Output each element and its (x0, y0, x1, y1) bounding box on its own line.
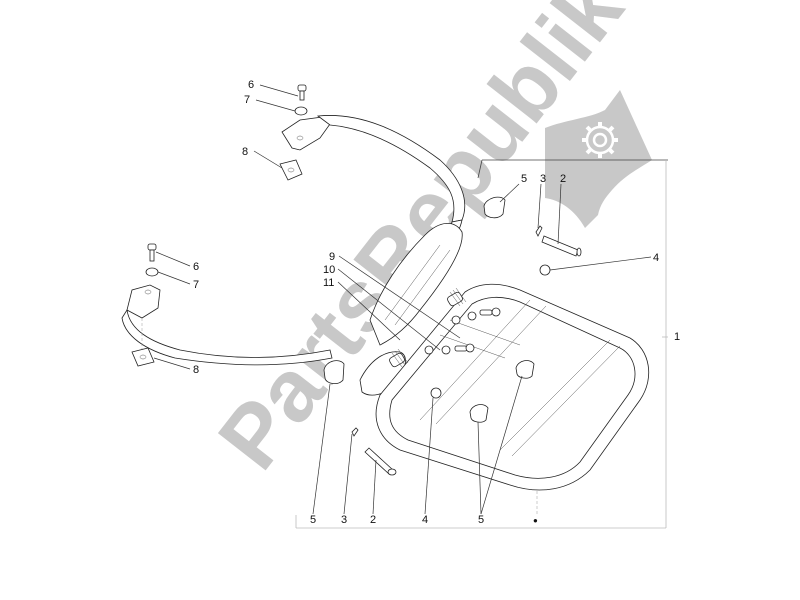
washer-10-b (467, 311, 477, 321)
callout-4-bottom: 4 (422, 514, 428, 526)
clip-nut-8-lower (131, 347, 155, 367)
callout-7-lower: 7 (193, 279, 199, 291)
callout-11: 11 (323, 277, 334, 289)
screw-6-upper (297, 84, 307, 101)
washer-7-upper (294, 106, 308, 116)
spring-11-b (389, 348, 409, 368)
callout-7-upper: 7 (244, 94, 250, 106)
washer-10-a (451, 315, 461, 325)
callout-3-top: 3 (540, 173, 546, 185)
callout-5-bottom-left: 5 (310, 514, 316, 526)
callout-6-lower: 6 (193, 261, 199, 273)
callout-10: 10 (323, 264, 335, 276)
bushing-5-rack-b (469, 404, 489, 423)
screw-9-b (454, 343, 475, 353)
callout-1: 1 (674, 331, 680, 343)
bushing-5-left (323, 360, 345, 384)
leader-lines (153, 84, 652, 515)
cap-4-top (539, 264, 551, 276)
watermark-flag (545, 90, 652, 228)
luggage-rack (375, 283, 649, 491)
screw-6-lower (147, 243, 157, 262)
clip-nut-8-upper (279, 159, 303, 181)
washer-10-c (424, 345, 434, 355)
callout-5-bottom-right: 5 (478, 514, 484, 526)
washer-7-lower (145, 267, 159, 277)
gear-icon (582, 122, 618, 158)
callout-6-upper: 6 (248, 79, 254, 91)
callout-4-top: 4 (653, 252, 659, 264)
assembly-bracket (295, 159, 668, 529)
callout-dot: ● (533, 516, 538, 525)
callout-2-bottom: 2 (370, 514, 376, 526)
bushing-5-rack-a (515, 360, 535, 379)
callout-9: 9 (329, 251, 335, 263)
callout-2-top: 2 (560, 173, 566, 185)
callout-3-bottom: 3 (341, 514, 347, 526)
spring-11-a (447, 287, 467, 307)
pin-2-top (541, 235, 582, 257)
cap-4-bottom (430, 387, 442, 399)
callout-labels: 6 7 8 6 7 8 9 10 11 5 3 2 4 1 5 3 2 4 5 … (193, 79, 680, 526)
callout-8-lower: 8 (193, 364, 199, 376)
clip-3-top (535, 225, 543, 237)
bushing-5-top (483, 196, 506, 219)
clip-3-bottom (351, 427, 359, 437)
pin-2-bottom (364, 447, 397, 476)
grab-handle-lower (121, 284, 333, 366)
screw-9-a (479, 307, 501, 317)
callout-5-top: 5 (521, 173, 527, 185)
callout-8-upper: 8 (242, 146, 248, 158)
washer-10-d (441, 345, 451, 355)
